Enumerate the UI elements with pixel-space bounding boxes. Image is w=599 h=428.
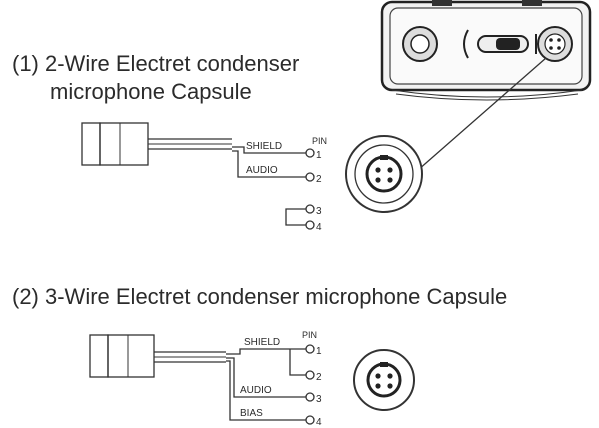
section2-pin-3: 3: [316, 394, 322, 405]
section1-title-line1: (1) 2-Wire Electret condenser: [12, 51, 299, 76]
section2-pin-4: 4: [316, 417, 322, 428]
section1-pin-2: 2: [316, 174, 322, 185]
section1-pin-3: 3: [316, 206, 322, 217]
section1-pin-1: 1: [316, 150, 322, 161]
section1-pin-4: 4: [316, 222, 322, 233]
microphone-capsule-icon: [89, 334, 226, 378]
section1-wiring: [232, 146, 306, 226]
section2-audio-label: AUDIO: [240, 385, 272, 396]
section1-title-line2: microphone Capsule: [50, 79, 252, 104]
section2-pin-terminals: [305, 344, 315, 425]
section2-title: (2) 3-Wire Electret condenser microphone…: [12, 284, 507, 309]
4-pin-connector-icon: [345, 135, 423, 213]
section2-pin-label: PIN: [302, 330, 317, 340]
section1-pin-terminals: [305, 148, 315, 230]
section2-shield-label: SHIELD: [244, 337, 280, 348]
leader-line: [417, 57, 547, 171]
section1-shield-label: SHIELD: [246, 141, 282, 152]
4-pin-connector-icon: [353, 349, 415, 411]
section1-audio-label: AUDIO: [246, 165, 278, 176]
section2-pin-2: 2: [316, 372, 322, 383]
microphone-capsule-icon: [81, 122, 232, 166]
section2-wiring: [226, 348, 306, 421]
section2-bias-label: BIAS: [240, 408, 263, 419]
bodypack-transmitter-icon: [380, 0, 592, 101]
section1-pin-label: PIN: [312, 136, 327, 146]
section2-pin-1: 1: [316, 346, 322, 357]
